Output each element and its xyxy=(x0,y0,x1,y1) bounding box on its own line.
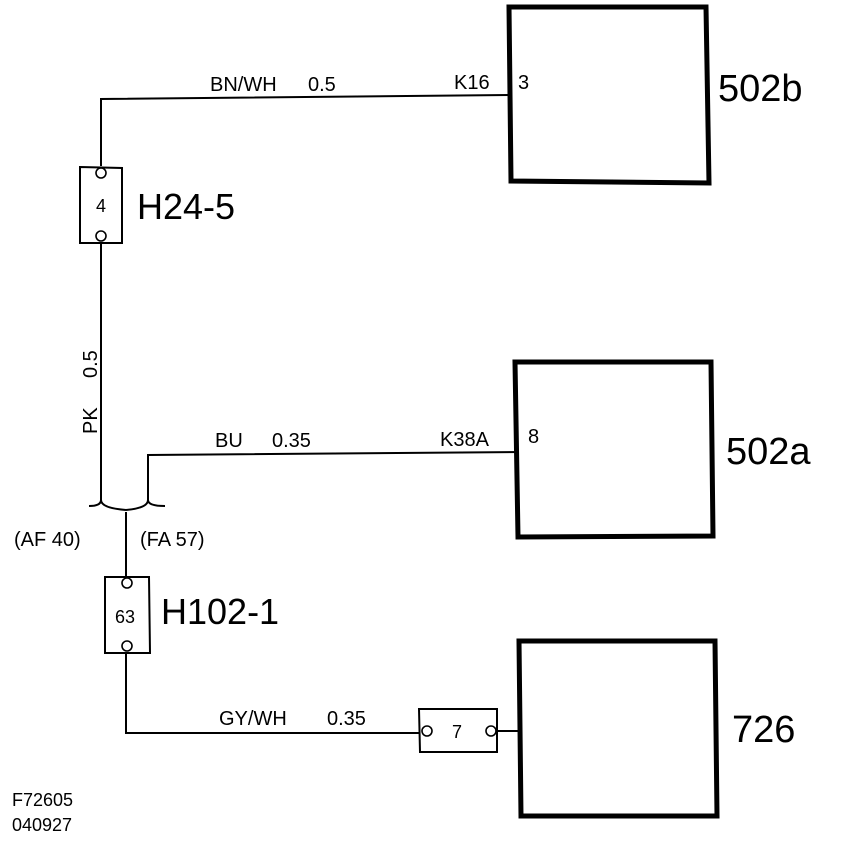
wire-gy-wh xyxy=(125,650,425,734)
component-502a-box xyxy=(512,359,716,540)
component-726-box xyxy=(516,638,720,819)
component-502a-ref: K38A xyxy=(440,429,490,451)
connector-inline-7-body xyxy=(417,708,498,753)
splice-label-right: (FA 57) xyxy=(140,529,204,551)
wire-labels: BN/WH 0.5 PK 0.5 BU 0.35 GY/WH 0.35 xyxy=(80,74,366,730)
connector-h102-1-pin-number: 63 xyxy=(115,607,135,627)
connector-inline-7: 7 xyxy=(417,708,498,753)
wire-pk-size: 0.5 xyxy=(80,350,102,378)
splice-labels: (AF 40) (FA 57) xyxy=(14,529,204,551)
connector-h102-1-pin-top xyxy=(121,577,133,589)
connector-inline-7-pin-left xyxy=(421,725,433,737)
component-502b-name: 502b xyxy=(718,68,803,110)
component-726: 726 xyxy=(516,638,795,819)
component-502b-pin: 3 xyxy=(518,72,529,94)
wire-bn-wh-size: 0.5 xyxy=(308,74,336,96)
wire-bu-color: BU xyxy=(215,430,243,452)
connector-h24-5-body xyxy=(79,165,123,244)
wire-gy-wh-color: GY/WH xyxy=(219,708,287,730)
wire-bn-wh xyxy=(100,94,513,166)
connector-h24-5-pin-top xyxy=(95,167,107,179)
wires xyxy=(88,94,524,734)
connector-inline-7-pin-number: 7 xyxy=(452,722,462,742)
connector-h24-5-pin-bottom xyxy=(95,230,107,242)
component-502b-box xyxy=(506,4,712,186)
component-502a-name: 502a xyxy=(726,431,811,473)
wire-bu-size: 0.35 xyxy=(272,430,311,452)
connector-h24-5-pin-number: 4 xyxy=(96,196,106,216)
component-502a-pin: 8 xyxy=(528,426,539,448)
connector-h102-1-body xyxy=(104,576,152,654)
connector-h102-1-name: H102-1 xyxy=(161,591,279,632)
figure-id: F72605 xyxy=(12,790,73,810)
footer: F72605 040927 xyxy=(12,790,73,835)
component-502b-ref: K16 xyxy=(454,72,490,94)
connector-h24-5-name: H24-5 xyxy=(137,186,235,227)
splice-bracket xyxy=(88,499,166,511)
connector-h24-5: 4 H24-5 xyxy=(79,165,235,244)
component-502b: 3 K16 502b xyxy=(454,4,803,186)
connector-h102-1: 63 H102-1 xyxy=(104,576,279,654)
splice-label-left: (AF 40) xyxy=(14,529,81,551)
wire-bn-wh-color: BN/WH xyxy=(210,74,277,96)
wire-bu xyxy=(147,451,524,500)
component-502a: 8 K38A 502a xyxy=(440,359,811,540)
wire-gy-wh-size: 0.35 xyxy=(327,708,366,730)
component-726-name: 726 xyxy=(732,709,795,751)
wire-pk-color: PK xyxy=(80,407,102,434)
date-code: 040927 xyxy=(12,815,72,835)
connector-h102-1-pin-bottom xyxy=(121,640,133,652)
connector-inline-7-pin-right xyxy=(485,725,497,737)
